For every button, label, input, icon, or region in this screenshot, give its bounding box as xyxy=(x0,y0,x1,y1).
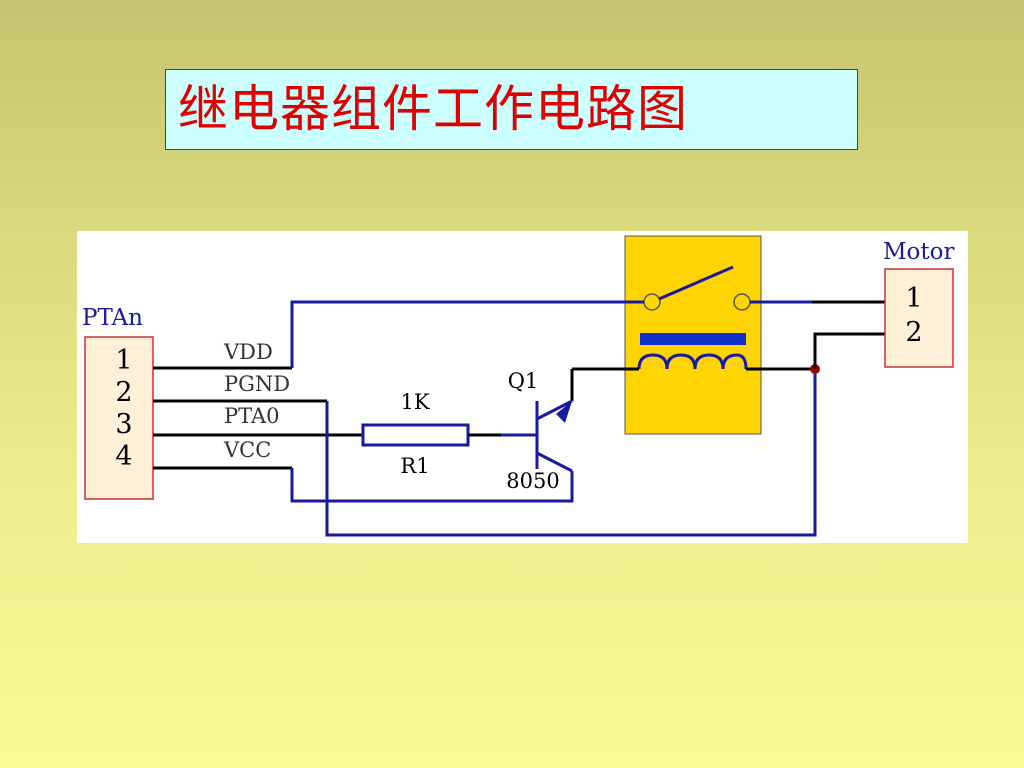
transistor-arrow xyxy=(556,401,572,423)
motor-connector-box xyxy=(884,268,954,368)
net-label-pgnd: PGND xyxy=(224,372,290,396)
relay-coil-bar xyxy=(640,333,746,345)
wire-vcc xyxy=(290,468,574,503)
wire-vdd xyxy=(290,300,644,368)
resistor-designator: R1 xyxy=(400,454,429,478)
transistor-designator: Q1 xyxy=(508,369,539,393)
relay-switch-arm xyxy=(658,265,734,301)
net-label-vcc: VCC xyxy=(223,438,271,462)
motor-pin-1: 1 xyxy=(905,283,922,314)
motor-pin-2: 2 xyxy=(905,317,922,348)
resistor-r1 xyxy=(361,423,470,447)
relay-contact-left xyxy=(643,293,661,311)
net-label-pta0: PTA0 xyxy=(224,404,280,428)
slide-title: 继电器组件工作电路图 xyxy=(178,80,688,138)
motor-label: Motor xyxy=(883,239,954,265)
header-box xyxy=(84,336,154,500)
header-label: PTAn xyxy=(82,305,143,331)
header-pin-1: 1 xyxy=(115,345,132,376)
header-pin-4: 4 xyxy=(115,441,132,472)
wire-pgnd xyxy=(325,368,817,537)
schematic-panel: PTAn 1 2 3 4 VDD PGND PTA0 VCC 1K R1 xyxy=(77,231,968,543)
header-pin-2: 2 xyxy=(115,377,132,408)
title-box: 继电器组件工作电路图 xyxy=(165,69,858,150)
transistor-collector-leg xyxy=(536,399,573,421)
wire-motor-pin2 xyxy=(813,332,885,369)
transistor-part: 8050 xyxy=(506,469,559,493)
resistor-value: 1K xyxy=(400,390,429,414)
circuit-schematic: PTAn 1 2 3 4 VDD PGND PTA0 VCC 1K R1 xyxy=(82,235,954,537)
transistor-emitter-leg xyxy=(536,451,573,473)
relay-contact-right xyxy=(733,293,751,311)
header-pin-3: 3 xyxy=(115,409,132,440)
net-label-vdd: VDD xyxy=(223,340,273,364)
relay-coil-winding xyxy=(637,353,748,370)
